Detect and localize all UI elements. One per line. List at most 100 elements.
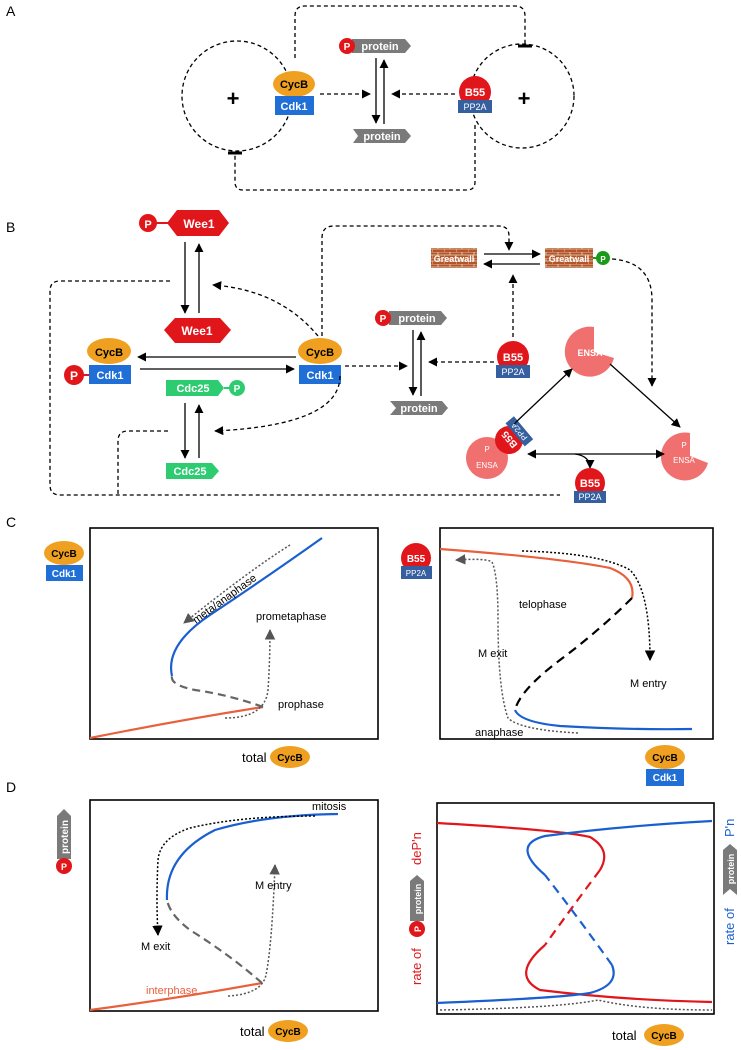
curve-b55-high	[439, 547, 634, 599]
cdk1-label: Cdk1	[281, 101, 308, 113]
svg-text:protein: protein	[413, 884, 423, 915]
curve-phos-rate-solid-lower	[436, 964, 615, 1005]
pp2a-label: PP2A	[463, 102, 486, 112]
curve-b55-unstable	[513, 597, 633, 711]
plus-sign-left: +	[227, 86, 240, 111]
cycb-cdk1-active: CycB Cdk1	[298, 338, 342, 384]
b55-pp2a-complex-b: B55 PP2A	[496, 341, 530, 378]
curve-upper-branch	[170, 537, 323, 677]
svg-text:P: P	[413, 926, 423, 932]
curve-b55-low	[513, 709, 693, 731]
ensa-phosphorylated: P ENSA	[660, 432, 708, 481]
xlabel-d-right: total	[612, 1028, 637, 1043]
svg-text:PP2A: PP2A	[578, 492, 601, 502]
svg-text:B55: B55	[580, 478, 600, 490]
svg-text:Greatwall: Greatwall	[549, 254, 590, 264]
svg-text:rate of: rate of	[409, 948, 424, 985]
svg-text:CycB: CycB	[651, 1031, 677, 1042]
wee1: Wee1	[164, 318, 231, 343]
svg-text:P: P	[344, 42, 351, 53]
label-m-exit-c: M exit	[478, 648, 507, 660]
xlabel-c-left: total	[242, 750, 267, 765]
curve-dephos-rate-solid-upper	[436, 821, 606, 871]
path-m-entry-d	[227, 863, 280, 997]
svg-text:P: P	[484, 445, 489, 454]
path-prophase	[224, 628, 276, 719]
arrow-greatwall-to-ensa	[611, 258, 657, 387]
svg-text:CycB: CycB	[277, 753, 303, 764]
svg-text:P: P	[380, 314, 387, 325]
svg-text:CycB: CycB	[652, 753, 678, 764]
svg-text:Cdc25: Cdc25	[173, 466, 206, 478]
x-axis-badge-cycb-d-right: CycB	[644, 1024, 684, 1046]
plot-d-right	[436, 802, 715, 1015]
svg-text:protein: protein	[60, 820, 71, 854]
svg-text:P: P	[681, 441, 686, 450]
path-meta-anaphase	[183, 544, 291, 624]
arrow-cdk1-to-greatwall	[321, 225, 514, 336]
svg-text:rate of: rate of	[722, 908, 737, 945]
svg-text:B55: B55	[503, 352, 523, 364]
svg-text:protein: protein	[398, 313, 436, 325]
curve-lower-branch	[89, 705, 264, 740]
b55-label: B55	[465, 87, 485, 99]
svg-text:protein: protein	[361, 41, 399, 53]
cdc25-phosphorylated: Cdc25 P	[166, 380, 245, 396]
b55-pp2a-complex-a: B55 PP2A	[458, 76, 492, 113]
plot-c-right	[439, 527, 714, 740]
ylabel-dephosphorylation-rate: rate of P protein deP'n	[409, 832, 425, 985]
curve-dephos-rate-dashed	[544, 869, 601, 946]
b55-ensa-complex: P ENSA B55 PP2A	[466, 416, 534, 479]
svg-text:P: P	[600, 255, 606, 264]
svg-text:Greatwall: Greatwall	[434, 254, 475, 264]
svg-text:ENSA: ENSA	[476, 461, 498, 470]
xlabel-d-left: total	[240, 1024, 265, 1039]
protein-a: protein	[353, 129, 411, 143]
y-axis-badge-cycb-cdk1: CycB Cdk1	[44, 541, 84, 581]
feedback-b55-to-cdc25	[117, 430, 168, 495]
cycb-cdk1-inactive: CycB Cdk1 P	[64, 338, 131, 385]
x-axis-badge-cycb-d-left: CycB	[268, 1020, 308, 1042]
phospho-protein-b: protein P	[375, 310, 447, 326]
path-m-exit	[454, 554, 579, 734]
greatwall-inactive: Greatwall	[431, 248, 477, 268]
path-rate-trajectory	[439, 999, 713, 1011]
curve-dephos-rate-solid-lower	[525, 944, 713, 1004]
plot-c-left	[89, 527, 379, 740]
label-anaphase: anaphase	[475, 727, 523, 739]
svg-text:deP'n: deP'n	[409, 832, 424, 865]
svg-text:Cdk1: Cdk1	[307, 370, 334, 382]
svg-text:P: P	[70, 369, 78, 383]
cycb-cdk1-complex-a: CycB Cdk1	[273, 71, 315, 115]
svg-text:CycB: CycB	[275, 1027, 301, 1038]
panel-label-c: C	[6, 514, 16, 530]
svg-text:CycB: CycB	[95, 347, 123, 359]
label-m-entry-c: M entry	[630, 678, 667, 690]
curve-d-unstable	[165, 899, 263, 984]
inhibition-b55-to-cdk1	[234, 125, 476, 191]
svg-text:P: P	[144, 219, 151, 231]
svg-text:protein: protein	[363, 131, 401, 143]
curve-phos-rate-solid-upper	[526, 819, 713, 876]
label-mitosis: mitosis	[312, 801, 347, 813]
y-axis-badge-phospho-protein: protein P	[56, 809, 72, 874]
curve-interphase	[89, 981, 263, 1012]
label-m-entry-d: M entry	[255, 880, 292, 892]
svg-text:ENSA: ENSA	[577, 348, 603, 358]
svg-text:protein: protein	[400, 403, 438, 415]
label-telophase: telophase	[519, 599, 567, 611]
path-m-exit-d	[152, 815, 316, 937]
phospho-protein-a: protein P	[339, 38, 411, 54]
panel-label-b: B	[6, 219, 15, 235]
cdc25: Cdc25	[166, 463, 219, 479]
y-axis-badge-b55: B55 PP2A	[401, 543, 432, 579]
svg-text:Cdk1: Cdk1	[52, 569, 77, 580]
feedback-cdk1-to-cdc25	[214, 375, 341, 436]
svg-text:Wee1: Wee1	[181, 324, 212, 338]
svg-text:PP2A: PP2A	[406, 569, 427, 578]
plot-d-left	[89, 799, 379, 1012]
b55-pp2a-free: B55 PP2A	[574, 468, 606, 503]
arrow-complex-to-ensa	[513, 368, 573, 425]
curve-mitosis	[165, 812, 339, 901]
